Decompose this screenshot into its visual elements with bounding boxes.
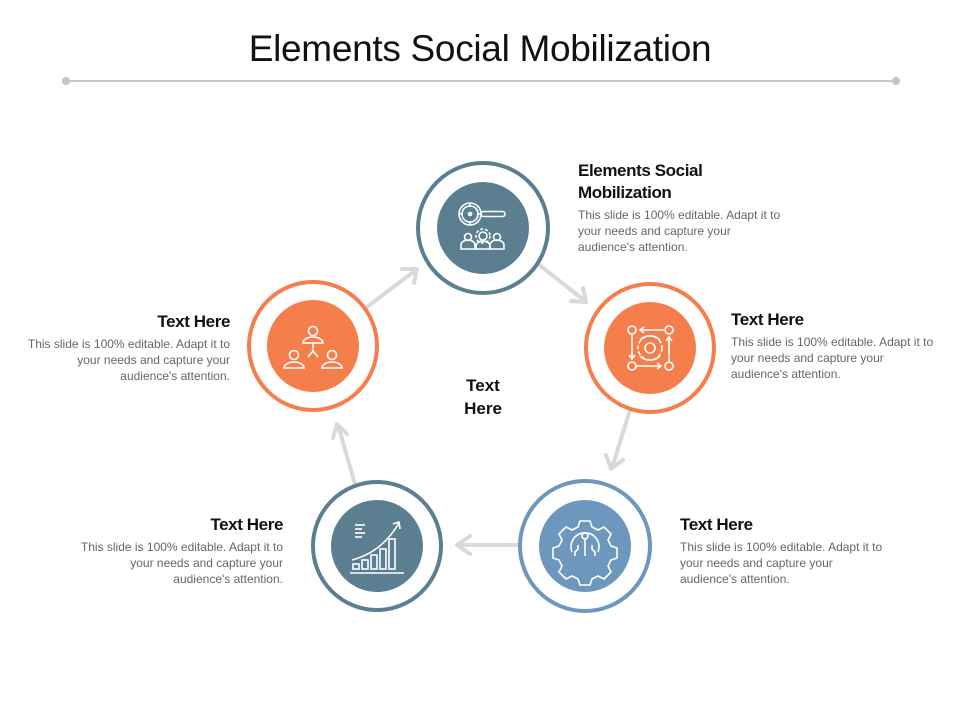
text-block-heading: Text Here xyxy=(731,310,804,329)
search-target-team-icon xyxy=(458,202,506,250)
text-block-top: Elements Social Mobilization This slide … xyxy=(578,160,783,255)
process-cycle-gear-icon xyxy=(627,325,674,371)
growth-chart-icon xyxy=(350,520,404,574)
center-label: Text Here xyxy=(464,376,502,418)
text-block-body: This slide is 100% editable. Adapt it to… xyxy=(80,540,283,586)
text-block-heading: Text Here xyxy=(680,515,753,534)
text-block-body: This slide is 100% editable. Adapt it to… xyxy=(731,335,934,381)
text-block-heading: Text Here xyxy=(210,515,283,534)
arrow-top-to-right xyxy=(536,262,588,304)
node-bottom-left xyxy=(311,480,443,612)
divider-left-dot xyxy=(62,76,70,85)
title-divider xyxy=(66,80,896,82)
arrow-left-to-top xyxy=(365,267,419,309)
text-block-heading: Elements Social Mobilization xyxy=(578,161,703,202)
divider-right-dot xyxy=(892,76,900,85)
text-block-left: Text Here This slide is 100% editable. A… xyxy=(27,311,231,384)
slide-title: Elements Social Mobilization xyxy=(248,28,712,69)
text-block-body: This slide is 100% editable. Adapt it to… xyxy=(680,540,883,586)
node-top xyxy=(416,161,550,295)
gear-circuit-icon xyxy=(552,520,618,586)
node-bottom-right xyxy=(518,479,652,613)
text-block-right: Text Here This slide is 100% editable. A… xyxy=(731,309,936,382)
arrow-bottom-right-to-bottom-left xyxy=(455,534,522,556)
text-block-body: This slide is 100% editable. Adapt it to… xyxy=(578,208,781,254)
team-hierarchy-icon xyxy=(283,325,343,369)
text-block-bottom-right: Text Here This slide is 100% editable. A… xyxy=(680,514,885,587)
node-left xyxy=(247,280,379,412)
arrow-bottom-left-to-left xyxy=(331,422,357,486)
text-block-body: This slide is 100% editable. Adapt it to… xyxy=(27,337,230,383)
text-block-bottom-left: Text Here This slide is 100% editable. A… xyxy=(80,514,284,587)
arrow-right-to-bottom-right xyxy=(604,408,632,471)
text-block-heading: Text Here xyxy=(157,312,230,331)
node-right xyxy=(584,282,716,414)
